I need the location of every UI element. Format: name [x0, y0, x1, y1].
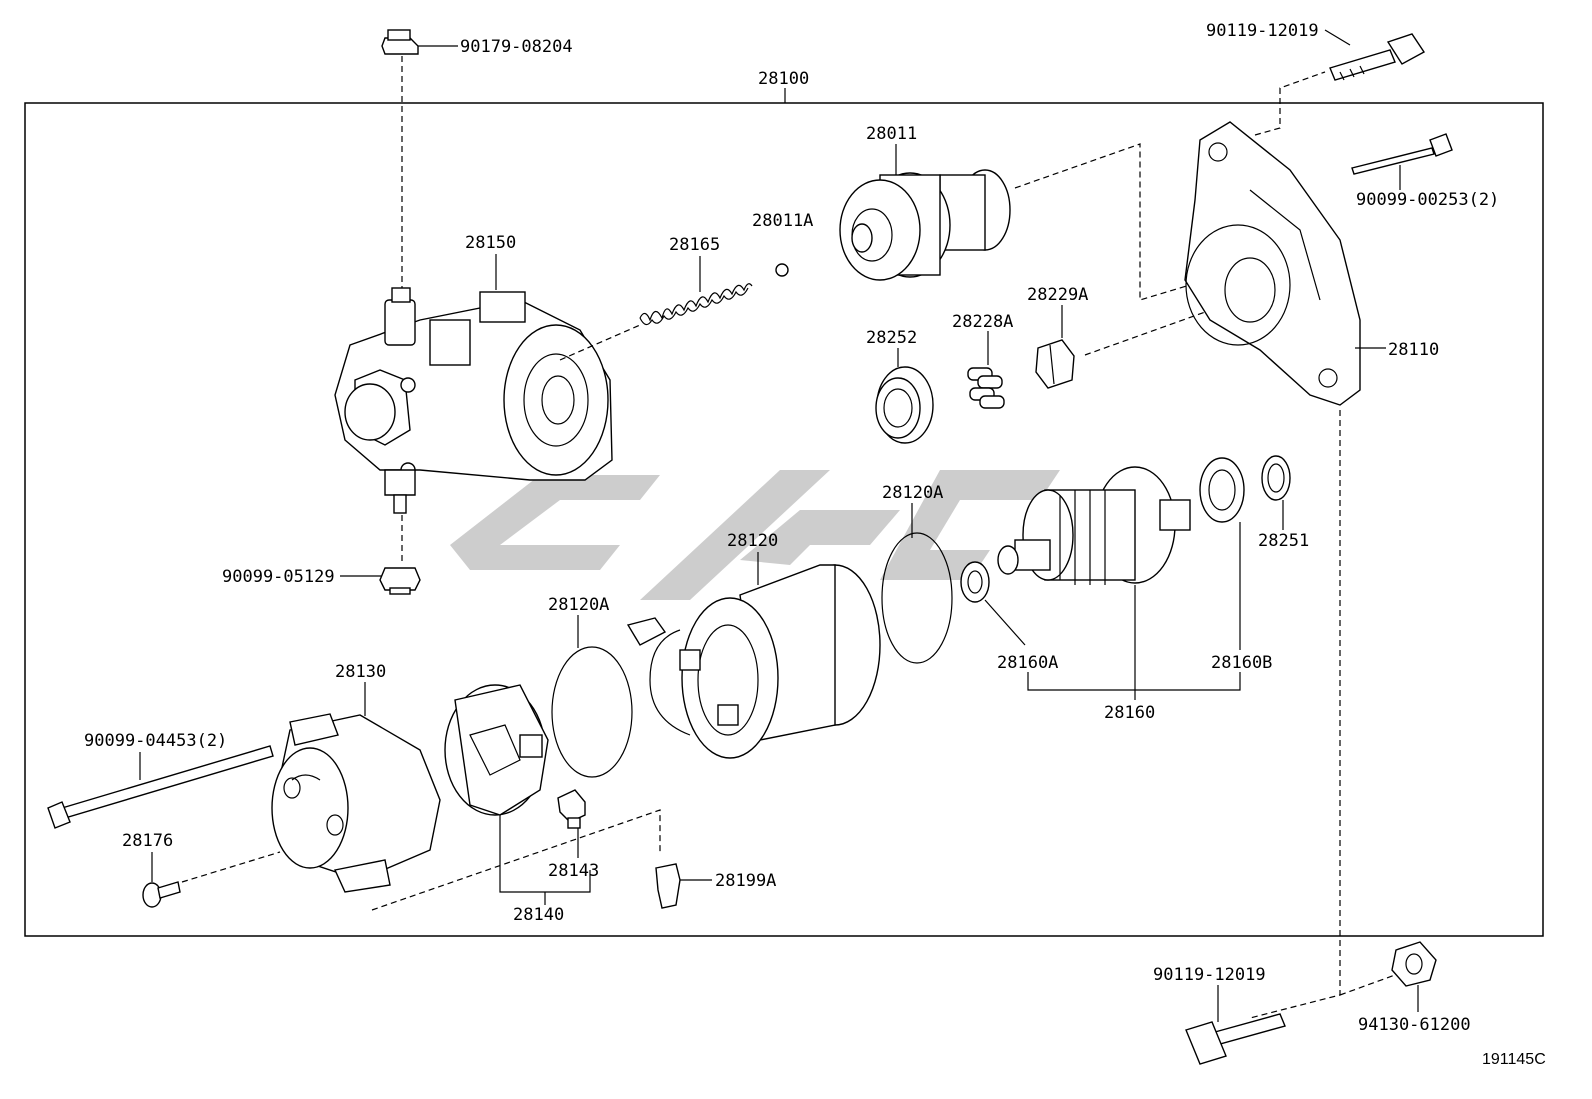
label-28160: 28160 — [1104, 703, 1155, 723]
label-28120a-left: 28120A — [548, 595, 609, 615]
label-28165: 28165 — [669, 235, 720, 255]
part-28252-idler-gear[interactable] — [875, 366, 934, 444]
bolt-90119-12019-bottom[interactable] — [1185, 1013, 1286, 1065]
label-28252: 28252 — [866, 328, 917, 348]
part-28143-clip[interactable] — [557, 789, 586, 829]
part-28011a-ball[interactable] — [775, 263, 789, 277]
bolt-90099-00253[interactable] — [1351, 133, 1453, 175]
part-28120a-oring-top[interactable] — [881, 532, 953, 664]
part-28011-pinion-clutch[interactable] — [839, 169, 1011, 281]
label-28120: 28120 — [727, 531, 778, 551]
watermark-logo — [450, 470, 1060, 600]
screw-28176[interactable] — [142, 881, 181, 908]
nut-94130-61200[interactable] — [1391, 941, 1437, 987]
label-90119-12019-top: 90119-12019 — [1206, 21, 1319, 41]
label-28229a: 28229A — [1027, 285, 1088, 305]
part-28160a-bearing[interactable] — [960, 561, 990, 603]
label-94130-61200: 94130-61200 — [1358, 1015, 1471, 1035]
part-28150-drive-housing[interactable] — [334, 287, 613, 514]
label-28143: 28143 — [548, 861, 599, 881]
label-90179-08204: 90179-08204 — [460, 37, 573, 57]
assembly-frame — [24, 102, 1544, 937]
part-28120-yoke[interactable] — [626, 564, 881, 759]
label-28120a-top: 28120A — [882, 483, 943, 503]
part-28199a[interactable] — [655, 863, 681, 909]
part-28140-brush-holder[interactable] — [444, 684, 549, 816]
nut-90179-08204[interactable] — [381, 29, 419, 55]
label-28251: 28251 — [1258, 531, 1309, 551]
label-28176: 28176 — [122, 831, 173, 851]
reference-code: 191145C — [1482, 1051, 1546, 1068]
label-28110: 28110 — [1388, 340, 1439, 360]
part-28160b-bearing[interactable] — [1199, 457, 1245, 523]
part-28228a-rollers[interactable] — [967, 367, 1005, 409]
label-28011a: 28011A — [752, 211, 813, 231]
label-28100: 28100 — [758, 69, 809, 89]
label-28150: 28150 — [465, 233, 516, 253]
part-28120a-oring-left[interactable] — [551, 646, 633, 778]
label-28199a: 28199A — [715, 871, 776, 891]
label-90099-04453: 90099-04453(2) — [84, 731, 227, 751]
label-90099-05129: 90099-05129 — [222, 567, 335, 587]
label-28011: 28011 — [866, 124, 917, 144]
label-28228a: 28228A — [952, 312, 1013, 332]
label-90119-12019-bottom: 90119-12019 — [1153, 965, 1266, 985]
bolt-90119-12019-top[interactable] — [1329, 33, 1426, 81]
part-28160-armature[interactable] — [997, 466, 1191, 585]
bolt-90099-04453[interactable] — [47, 745, 274, 829]
part-28251-ring[interactable] — [1261, 455, 1291, 501]
part-28165-spring[interactable] — [639, 283, 753, 326]
nut-90099-05129[interactable] — [379, 567, 421, 595]
label-28130: 28130 — [335, 662, 386, 682]
label-28140: 28140 — [513, 905, 564, 925]
label-28160b: 28160B — [1211, 653, 1272, 673]
label-28160a: 28160A — [997, 653, 1058, 673]
part-28229a-retainer[interactable] — [1035, 339, 1075, 389]
part-28130-end-frame[interactable] — [271, 713, 441, 893]
part-28110-housing[interactable] — [1184, 121, 1361, 406]
label-90099-00253: 90099-00253(2) — [1356, 190, 1499, 210]
